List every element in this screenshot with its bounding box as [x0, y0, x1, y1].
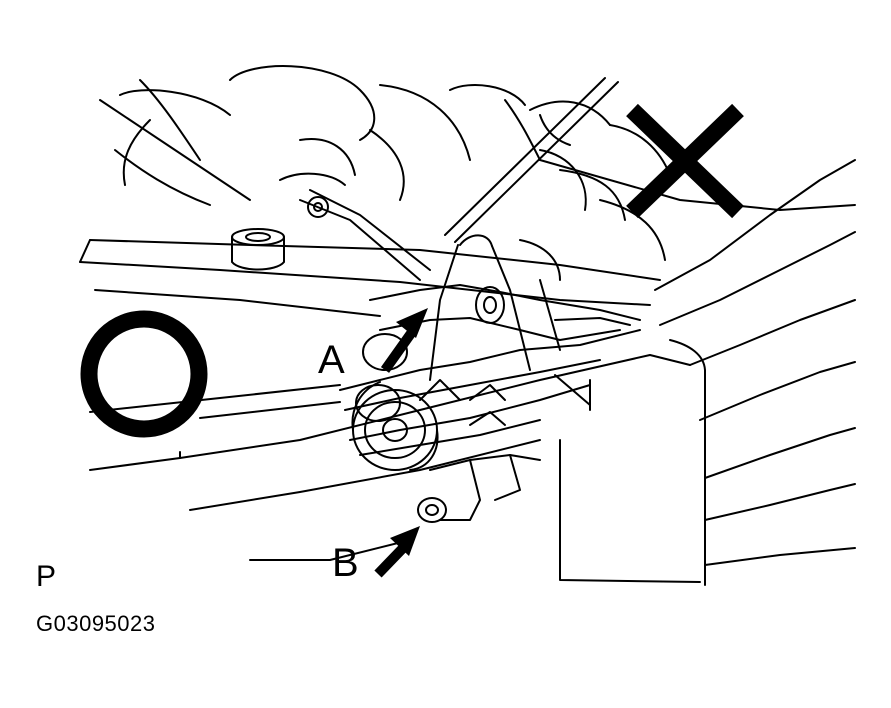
incorrect-x-mark [626, 103, 744, 219]
label-b: B [332, 541, 359, 585]
arrow-b-icon [374, 526, 420, 578]
diagonal-rods [299, 77, 619, 281]
front-panel [539, 159, 856, 586]
label-a: A [318, 338, 345, 382]
upper-engine-outline [99, 65, 671, 261]
arrow-a-icon [380, 308, 428, 373]
figure-id: G03095023 [36, 611, 156, 636]
lower-bolt-assembly [417, 454, 541, 523]
mount-post [231, 228, 285, 271]
bracket-assembly [339, 234, 641, 456]
crossmember [79, 239, 661, 317]
lower-body-panel [89, 354, 701, 583]
correct-o-mark [80, 310, 208, 438]
label-p: P [36, 560, 57, 593]
